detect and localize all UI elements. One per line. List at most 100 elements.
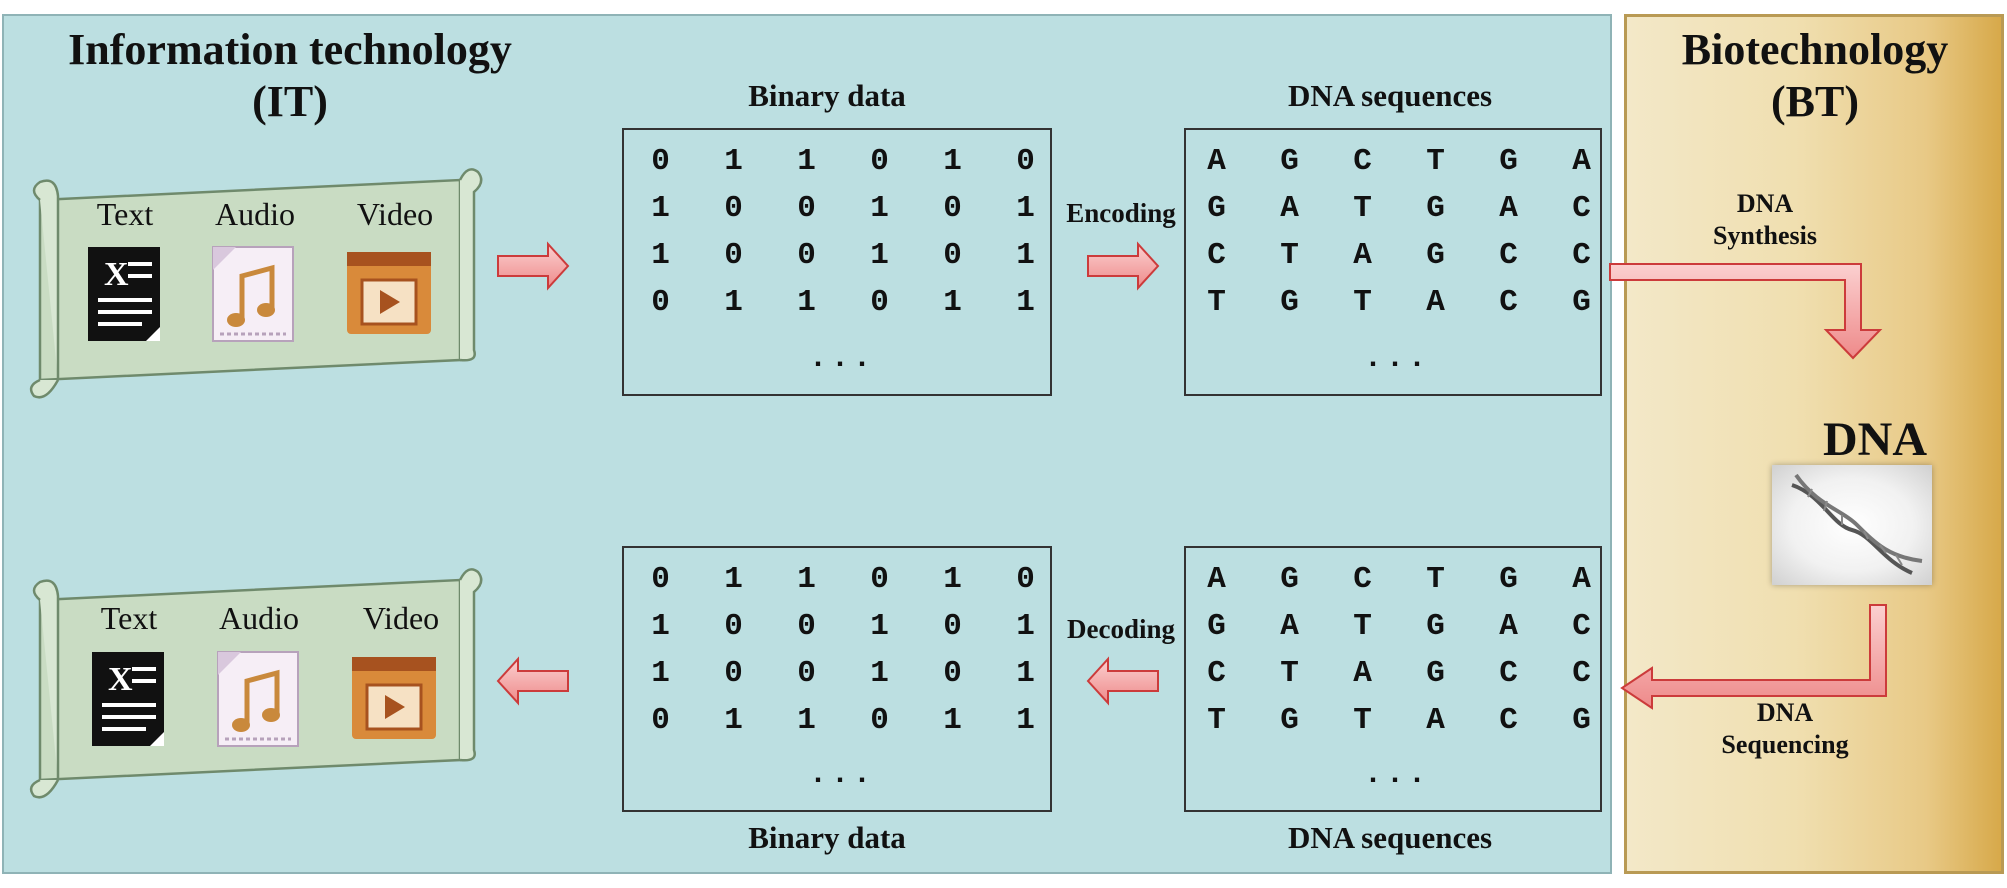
dna-synthesis-line2: Synthesis [1712,221,1818,250]
grid-cell: 0 [870,285,889,320]
binary-title-top: Binary data [748,78,906,113]
grid-cell: 1 [1016,703,1035,738]
grid-cell: 1 [943,144,962,179]
grid-cell: 1 [651,191,670,226]
grid-cell: G [1426,238,1445,273]
svg-text:X: X [104,256,129,293]
grid-cell: A [1280,191,1299,226]
ellipsis-binary-top: ... [809,342,876,376]
grid-cell: G [1207,609,1226,644]
grid-cell: 0 [943,238,962,273]
grid-cell: G [1572,703,1591,738]
grid-cell: 0 [724,609,743,644]
grid-cell: G [1280,562,1299,597]
grid-cell: C [1572,656,1591,691]
arrow-left-decoding [1086,656,1159,706]
grid-cell: C [1499,238,1518,273]
grid-cell: C [1572,609,1591,644]
grid-cell: 1 [1016,609,1035,644]
grid-cell: 1 [1016,191,1035,226]
grid-cell: G [1572,285,1591,320]
grid-cell: T [1353,609,1372,644]
media-label-video: Video [356,196,434,232]
grid-cell: A [1499,609,1518,644]
grid-cell: A [1207,562,1226,597]
grid-cell: 1 [870,656,889,691]
media-label-video-bottom: Video [362,600,440,636]
grid-cell: G [1280,703,1299,738]
grid-cell: C [1499,656,1518,691]
grid-cell: 0 [870,144,889,179]
video-folder-icon-bottom [352,657,436,739]
binary-title-bottom: Binary data [748,820,906,855]
bt-title-line2: (BT) [1771,77,1859,126]
video-folder-icon [347,252,431,334]
grid-cell: C [1572,238,1591,273]
media-label-text-bottom: Text [100,600,158,636]
grid-cell: A [1207,144,1226,179]
grid-cell: 0 [943,609,962,644]
dna-label: DNA [1823,413,1927,466]
audio-file-icon [212,246,294,342]
bt-title-line1: Biotechnology [1681,25,1949,74]
arrow-right-files-to-binary [497,241,570,291]
arrow-left-binary-to-files [496,656,569,706]
grid-cell: C [1499,703,1518,738]
grid-cell: 1 [651,656,670,691]
grid-cell: G [1426,656,1445,691]
grid-cell: G [1499,144,1518,179]
grid-cell: 0 [1016,144,1035,179]
grid-cell: C [1572,191,1591,226]
it-title: Information technology (IT) [30,24,550,128]
grid-cell: 1 [943,285,962,320]
grid-cell: 0 [651,285,670,320]
grid-cell: A [1499,191,1518,226]
grid-cell: G [1280,285,1299,320]
grid-cell: 0 [797,238,816,273]
grid-cell: 1 [797,144,816,179]
dna-sequencing-line2: Sequencing [1721,730,1849,759]
grid-cell: 1 [870,238,889,273]
ellipsis-dna-top: ... [1364,342,1431,376]
grid-cell: C [1499,285,1518,320]
grid-cell: 0 [724,238,743,273]
grid-cell: 0 [724,656,743,691]
dna-seq-title-bottom: DNA sequences [1287,820,1493,855]
grid-cell: 1 [651,609,670,644]
grid-cell: 1 [724,144,743,179]
media-label-text: Text [96,196,154,232]
grid-cell: C [1353,562,1372,597]
grid-cell: T [1280,656,1299,691]
grid-cell: 1 [1016,656,1035,691]
grid-cell: 1 [797,703,816,738]
grid-cell: C [1207,656,1226,691]
grid-cell: T [1426,144,1445,179]
grid-cell: 0 [943,191,962,226]
grid-cell: G [1499,562,1518,597]
grid-cell: C [1353,144,1372,179]
bt-panel [1624,14,2004,874]
dna-helix-image [1772,465,1932,585]
grid-cell: A [1353,238,1372,273]
it-title-line1: Information technology [68,25,512,74]
dna-seq-title-top: DNA sequences [1287,78,1493,113]
